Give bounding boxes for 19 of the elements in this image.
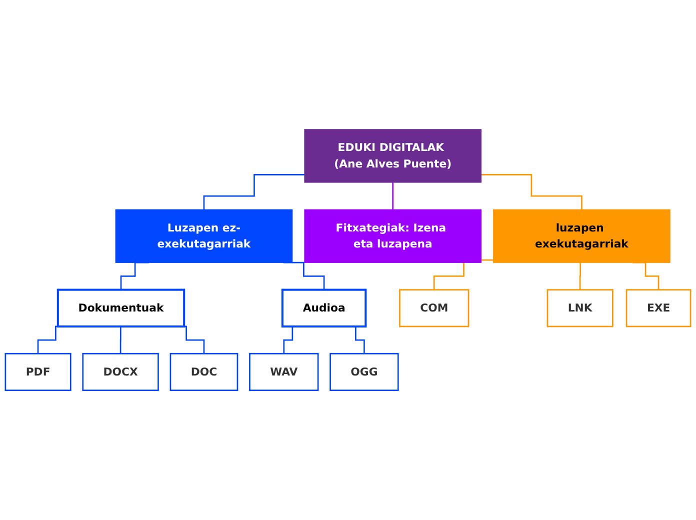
node-box: luzapen exekutagarriak <box>493 209 670 264</box>
connector <box>481 174 582 210</box>
node-box: Luzapen ez-exekutagarriak <box>115 209 293 264</box>
node-box: COM <box>399 289 470 328</box>
node-box: LNK <box>546 289 614 328</box>
node-box: OGG <box>330 353 399 392</box>
node-box: WAV <box>249 353 319 392</box>
connector <box>203 174 305 210</box>
node-box: EXE <box>626 289 692 328</box>
connector <box>392 182 394 210</box>
node-box: Audioa <box>281 288 367 328</box>
node-box: EDUKI DIGITALAK (Ane Alves Puente) <box>304 129 482 183</box>
node-box: DOCX <box>82 353 159 392</box>
node-box: Fitxategiak: Izena eta luzapena <box>304 209 482 264</box>
node-box: PDF <box>4 353 72 392</box>
connector <box>579 262 582 291</box>
connector <box>120 326 122 354</box>
node-box: DOC <box>170 353 238 392</box>
node-box: Dokumentuak <box>56 288 186 328</box>
